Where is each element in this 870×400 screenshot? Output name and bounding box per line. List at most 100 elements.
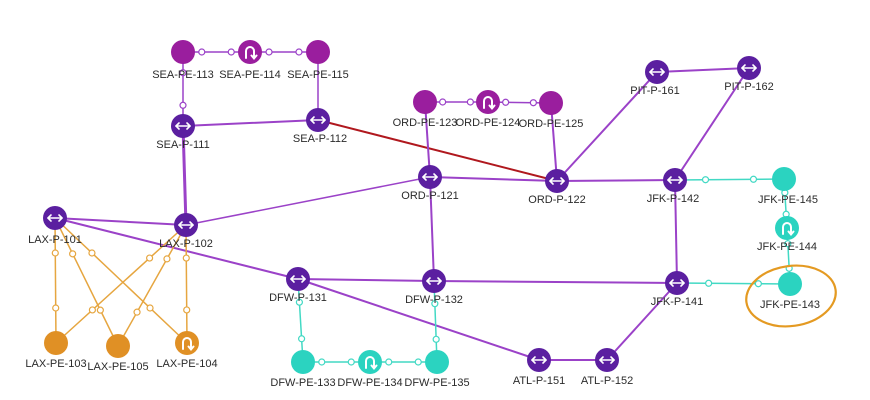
link-line <box>606 282 678 361</box>
node-ord-pe-125[interactable]: ORD-PE-125 <box>519 91 584 130</box>
link-line <box>429 176 558 182</box>
link-line <box>556 179 676 182</box>
link-endpoint-dot <box>163 255 171 263</box>
link-PIT-P-162-JFK-P-142[interactable] <box>674 67 750 181</box>
node-pit-p-161[interactable]: PIT-P-161 <box>630 60 680 97</box>
node-atl-p-152[interactable]: ATL-P-152 <box>581 348 633 387</box>
link-endpoint-dot <box>385 358 393 366</box>
link-line <box>656 67 750 73</box>
link-endpoint-dot <box>754 280 762 288</box>
node-sea-p-112[interactable]: SEA-P-112 <box>293 108 347 145</box>
node-label: ORD-PE-125 <box>519 118 584 130</box>
link-line <box>550 102 558 182</box>
link-ORD-PE-123-ORD-P-121[interactable] <box>424 101 431 178</box>
node-lax-pe-105[interactable]: LAX-PE-105 <box>87 334 149 373</box>
link-LAX-P-101-LAX-PE-105[interactable] <box>54 217 119 347</box>
node-ord-p-122[interactable]: ORD-P-122 <box>528 169 586 206</box>
link-ORD-P-122-JFK-P-142[interactable] <box>556 179 676 182</box>
node-dfw-p-131[interactable]: DFW-P-131 <box>269 267 327 304</box>
bidirectional-arrow-icon <box>178 221 194 229</box>
node-ord-pe-124[interactable]: ORD-PE-124 <box>456 90 521 129</box>
link-DFW-PE-135-DFW-P-132[interactable] <box>431 280 440 363</box>
node-sea-pe-115[interactable]: SEA-PE-115 <box>287 40 349 81</box>
link-endpoint-dot <box>146 304 154 312</box>
link-line <box>317 119 558 182</box>
link-LAX-P-102-LAX-PE-104[interactable] <box>182 224 191 344</box>
link-ORD-P-121-ORD-P-122[interactable] <box>429 176 558 182</box>
highlight-layer <box>745 264 837 328</box>
node-atl-p-151[interactable]: ATL-P-151 <box>513 348 565 387</box>
link-line <box>556 71 658 182</box>
link-LAX-P-102-LAX-PE-103[interactable] <box>55 224 187 344</box>
node-jfk-pe-145[interactable]: JFK-PE-145 <box>758 167 818 206</box>
node-label: SEA-PE-113 <box>152 69 214 81</box>
link-DFW-P-132-JFK-P-141[interactable] <box>433 280 678 284</box>
link-LAX-P-101-LAX-PE-103[interactable] <box>51 217 60 344</box>
node-jfk-p-142[interactable]: JFK-P-142 <box>647 168 700 205</box>
node-lax-p-101[interactable]: LAX-P-101 <box>28 206 82 246</box>
link-line <box>182 119 319 127</box>
link-SEA-PE-113-SEA-P-111[interactable] <box>179 51 187 127</box>
link-ORD-P-121-LAX-P-102[interactable] <box>185 176 431 226</box>
node-sea-p-111[interactable]: SEA-P-111 <box>156 114 210 151</box>
node-label: JFK-P-142 <box>647 193 700 205</box>
node-jfk-pe-143[interactable]: JFK-PE-143 <box>760 272 820 311</box>
bidirectional-arrow-icon <box>290 275 306 283</box>
node-label: LAX-P-101 <box>28 234 82 246</box>
link-endpoint-dot <box>701 176 710 184</box>
link-JFK-P-142-JFK-PE-145[interactable] <box>674 175 785 184</box>
pe-node-circle <box>238 40 262 64</box>
node-lax-pe-103[interactable]: LAX-PE-103 <box>25 331 87 370</box>
node-ord-p-121[interactable]: ORD-P-121 <box>401 165 459 202</box>
link-LAX-P-101-LAX-P-102[interactable] <box>54 217 187 226</box>
node-lax-pe-104[interactable]: LAX-PE-104 <box>156 331 218 370</box>
link-endpoint-dot <box>295 48 303 56</box>
bidirectional-arrow-icon <box>599 356 615 364</box>
node-label: DFW-PE-133 <box>270 377 335 389</box>
bidirectional-arrow-icon <box>47 214 63 222</box>
link-SEA-P-111-LAX-P-102[interactable] <box>181 124 188 227</box>
link-endpoint-dot <box>96 306 104 314</box>
link-endpoint-dot <box>318 358 326 366</box>
node-dfw-pe-134[interactable]: DFW-PE-134 <box>337 350 403 389</box>
link-DFW-P-131-DFW-P-132[interactable] <box>297 278 435 282</box>
node-label: PIT-P-162 <box>724 81 774 93</box>
bidirectional-arrow-icon <box>422 173 438 181</box>
node-ord-pe-123[interactable]: ORD-PE-123 <box>393 90 458 129</box>
node-sea-pe-114[interactable]: SEA-PE-114 <box>219 40 281 81</box>
link-ORD-P-121-DFW-P-132[interactable] <box>429 176 435 282</box>
link-SEA-P-111-SEA-P-112[interactable] <box>182 119 319 127</box>
link-LAX-P-101-LAX-PE-104[interactable] <box>54 217 188 344</box>
link-endpoint-dot <box>182 254 190 262</box>
link-endpoint-dot <box>705 279 713 287</box>
node-jfk-pe-144[interactable]: JFK-PE-144 <box>757 216 817 253</box>
link-line <box>297 278 435 282</box>
link-ORD-P-122-PIT-P-161[interactable] <box>556 71 658 182</box>
node-label: JFK-PE-145 <box>758 194 818 206</box>
link-ATL-P-152-JFK-P-141[interactable] <box>606 282 678 361</box>
node-label: ORD-P-121 <box>401 190 458 202</box>
link-ORD-PE-125-ORD-P-122[interactable] <box>550 102 558 182</box>
link-DFW-P-131-ATL-P-151[interactable] <box>297 278 540 361</box>
link-endpoint-dot <box>529 99 537 107</box>
node-dfw-pe-135[interactable]: DFW-PE-135 <box>404 350 470 389</box>
link-LAX-P-101-DFW-P-131[interactable] <box>54 217 299 280</box>
link-SEA-P-112-ORD-P-122[interactable] <box>317 119 558 182</box>
link-JFK-P-142-JFK-P-141[interactable] <box>674 179 678 284</box>
link-LAX-P-102-LAX-PE-105[interactable] <box>117 224 187 347</box>
link-DFW-P-131-DFW-PE-133[interactable] <box>295 278 306 363</box>
node-sea-pe-113[interactable]: SEA-PE-113 <box>152 40 214 81</box>
node-pit-p-162[interactable]: PIT-P-162 <box>724 56 774 93</box>
pe-node-circle <box>425 350 449 374</box>
node-dfw-pe-133[interactable]: DFW-PE-133 <box>270 350 336 389</box>
link-JFK-P-141-JFK-PE-143[interactable] <box>676 279 791 288</box>
link-PIT-P-161-PIT-P-162[interactable] <box>656 67 750 73</box>
node-lax-p-102[interactable]: LAX-P-102 <box>159 213 213 250</box>
link-endpoint-dot <box>88 306 97 314</box>
node-dfw-p-132[interactable]: DFW-P-132 <box>405 269 463 306</box>
link-line <box>676 282 791 285</box>
link-endpoint-dot <box>466 98 474 106</box>
node-jfk-p-141[interactable]: JFK-P-141 <box>651 271 704 308</box>
